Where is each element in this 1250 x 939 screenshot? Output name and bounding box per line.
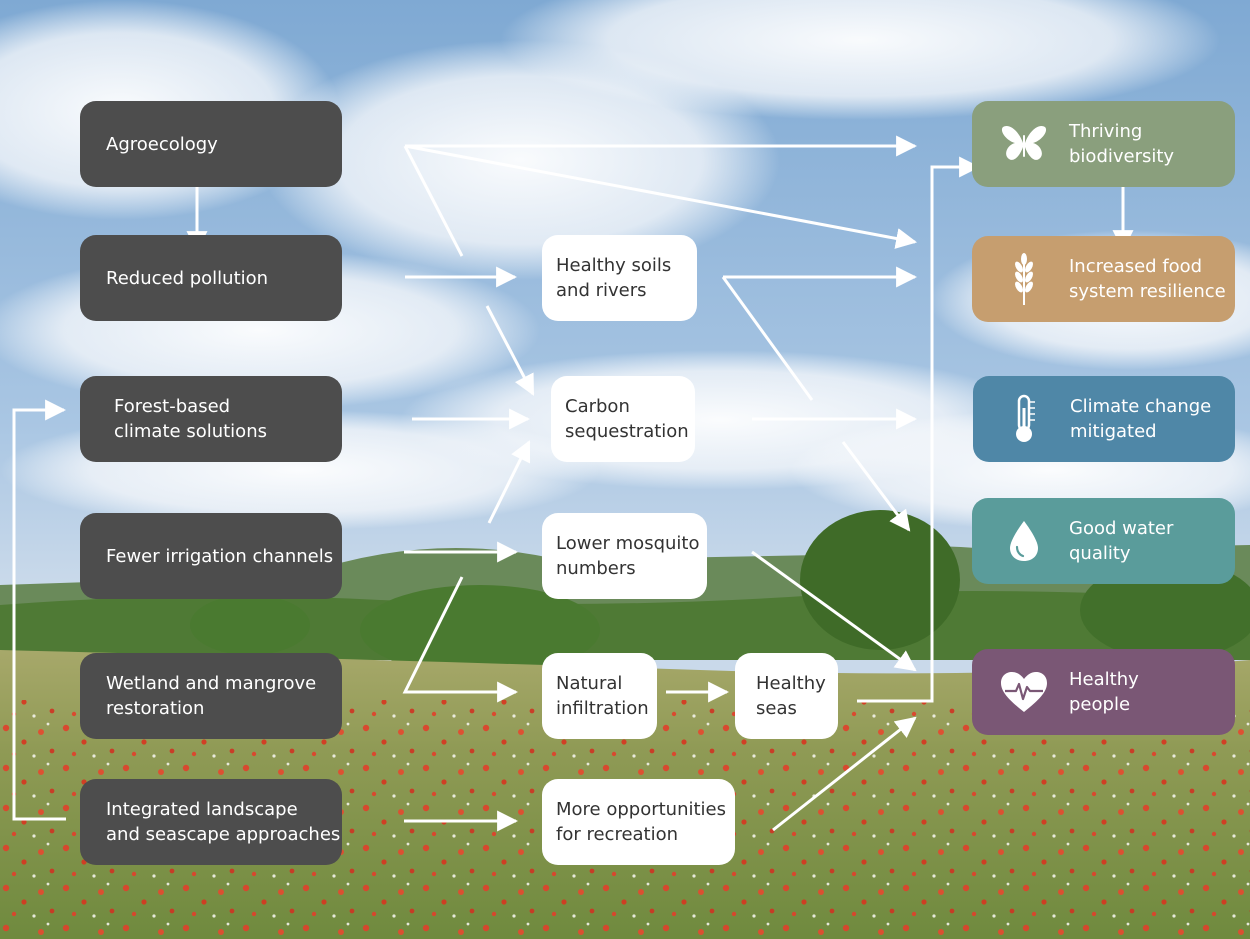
heart-pulse-icon (998, 666, 1050, 718)
arrow-agroecology-food (404, 144, 918, 249)
mid-healthy-soils-label: Healthy soils and rivers (556, 255, 672, 301)
outcome-food-resilience-label: Increased food system resilience (1069, 256, 1226, 302)
outcome-climate-mitigated-label: Climate change mitigated (1070, 396, 1212, 442)
mid-recreation: More opportunities for recreation (542, 779, 735, 865)
arrow-pollution-carbon (485, 305, 535, 396)
mid-natural-infiltration: Natural infiltration (542, 653, 657, 739)
arrow-irrigation-infiltration (402, 576, 519, 703)
input-wetland-mangrove-label: Wetland and mangrove restoration (106, 673, 317, 719)
input-reduced-pollution: Reduced pollution (80, 235, 342, 321)
outcome-biodiversity-label: Thriving biodiversity (1069, 121, 1175, 167)
mid-healthy-soils: Healthy soils and rivers (542, 235, 697, 321)
input-integrated-landscape-label: Integrated landscape and seascape approa… (106, 799, 341, 845)
arrow-irrigation-carbon (487, 440, 531, 524)
mid-natural-infiltration-label: Natural infiltration (556, 673, 649, 719)
outcome-healthy-people-label: Healthy people (1069, 669, 1139, 715)
arrow-seas-biodiversity (857, 156, 981, 703)
arrow-integrated-forest (12, 399, 67, 821)
mid-recreation-label: More opportunities for recreation (556, 799, 727, 845)
input-integrated-landscape: Integrated landscape and seascape approa… (80, 779, 342, 865)
input-fewer-irrigation: Fewer irrigation channels (80, 513, 342, 599)
arrow-carbon-water (841, 441, 911, 532)
outcome-healthy-people: Healthy people (972, 649, 1235, 735)
mid-lower-mosquito: Lower mosquito numbers (542, 513, 707, 599)
outcome-climate-mitigated: Climate change mitigated (973, 376, 1235, 462)
butterfly-icon (998, 118, 1050, 170)
arrow-soils-water (721, 276, 814, 401)
arrow-agroecology-soils (403, 145, 464, 257)
input-agroecology: Agroecology (80, 101, 342, 187)
input-reduced-pollution-label: Reduced pollution (106, 267, 269, 289)
input-fewer-irrigation-label: Fewer irrigation channels (106, 545, 334, 567)
mid-lower-mosquito-label: Lower mosquito numbers (556, 533, 700, 579)
input-agroecology-label: Agroecology (106, 133, 218, 155)
wheat-icon (998, 253, 1050, 305)
water-drop-icon (998, 515, 1050, 567)
arrow-recreation-people (772, 716, 917, 832)
arrow-mosquito-people (751, 550, 917, 672)
mid-carbon-sequestration-label: Carbon sequestration (565, 396, 689, 442)
mid-healthy-seas: Healthy seas (735, 653, 838, 739)
input-wetland-mangrove: Wetland and mangrove restoration (80, 653, 342, 739)
mid-healthy-seas-label: Healthy seas (756, 673, 826, 719)
thermometer-icon (999, 393, 1051, 445)
outcome-food-resilience: Increased food system resilience (972, 236, 1235, 322)
mid-carbon-sequestration: Carbon sequestration (551, 376, 695, 462)
outcome-water-quality-label: Good water quality (1069, 518, 1174, 564)
input-forest-climate: Forest-based climate solutions (80, 376, 342, 462)
outcome-biodiversity: Thriving biodiversity (972, 101, 1235, 187)
outcome-water-quality: Good water quality (972, 498, 1235, 584)
input-forest-climate-label: Forest-based climate solutions (114, 396, 267, 442)
